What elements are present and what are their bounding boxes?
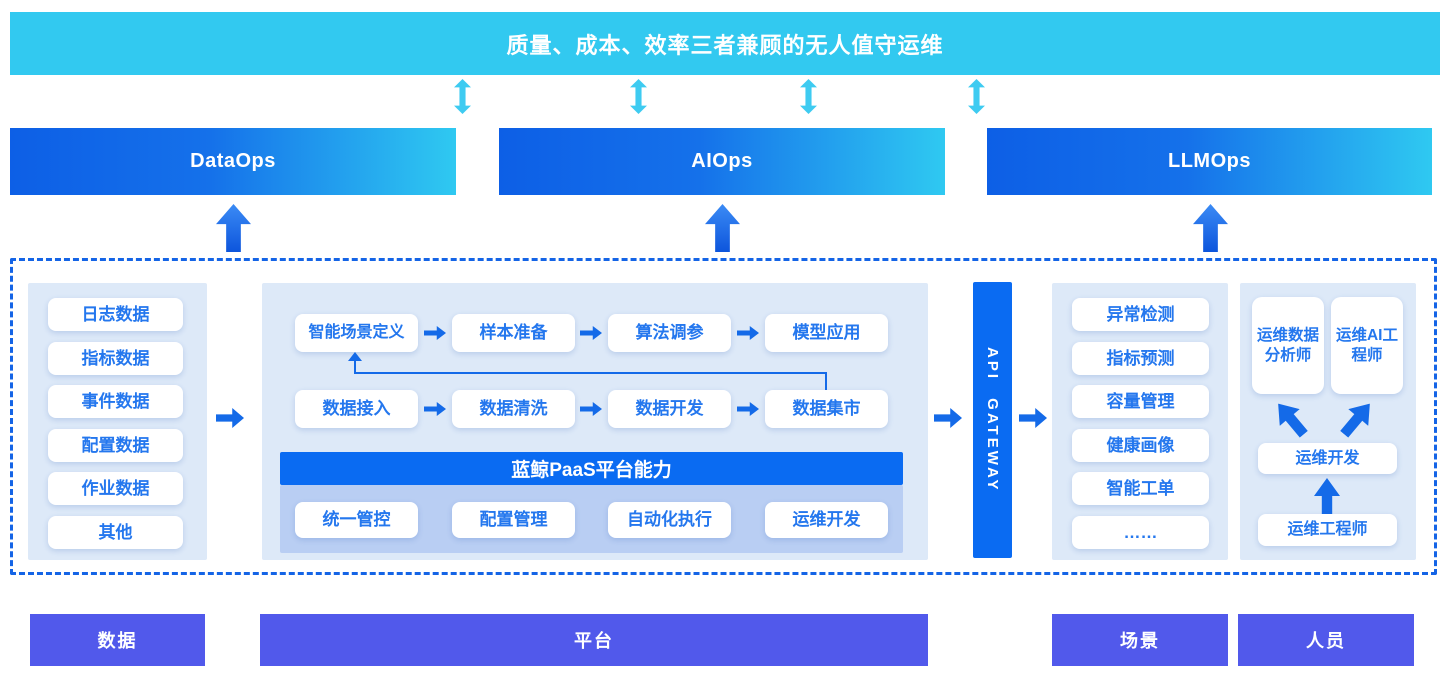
role-ai-engineer-box: 运维AI工程师 xyxy=(1331,297,1403,394)
paas-item: 运维开发 xyxy=(765,502,888,538)
goal-banner: 质量、成本、效率三者兼顾的无人值守运维 xyxy=(10,12,1440,75)
footer-data-label: 数据 xyxy=(30,614,205,666)
data-item: 其他 xyxy=(48,516,183,549)
data-item: 作业数据 xyxy=(48,472,183,505)
double-arrow-icon xyxy=(968,79,985,114)
llmops-box: LLMOps xyxy=(987,128,1432,195)
connector-line xyxy=(354,361,356,373)
dataops-box: DataOps xyxy=(10,128,456,195)
scenario-item: …… xyxy=(1072,516,1209,549)
platform-boundary xyxy=(10,258,1437,575)
scenario-item: 指标预测 xyxy=(1072,342,1209,375)
double-arrow-icon xyxy=(454,79,471,114)
scenario-item: 智能工单 xyxy=(1072,472,1209,505)
data-flow-step: 数据开发 xyxy=(608,390,731,428)
paas-title-bar: 蓝鲸PaaS平台能力 xyxy=(280,452,903,485)
data-item: 事件数据 xyxy=(48,385,183,418)
data-flow-step: 数据接入 xyxy=(295,390,418,428)
scenario-item: 健康画像 xyxy=(1072,429,1209,462)
model-flow-step: 智能场景定义 xyxy=(295,314,418,352)
arrow-up-icon xyxy=(1193,204,1228,252)
footer-scenario-label: 场景 xyxy=(1052,614,1228,666)
role-engineer-box: 运维工程师 xyxy=(1258,514,1397,546)
aiops-box: AIOps xyxy=(499,128,945,195)
role-dev-box: 运维开发 xyxy=(1258,443,1397,474)
footer-platform-label: 平台 xyxy=(260,614,928,666)
model-flow-step: 模型应用 xyxy=(765,314,888,352)
connector-line xyxy=(825,372,827,390)
paas-item: 配置管理 xyxy=(452,502,575,538)
model-flow-step: 样本准备 xyxy=(452,314,575,352)
footer-people-label: 人员 xyxy=(1238,614,1414,666)
data-item: 日志数据 xyxy=(48,298,183,331)
data-flow-step: 数据清洗 xyxy=(452,390,575,428)
connector-line xyxy=(354,372,827,374)
data-item: 配置数据 xyxy=(48,429,183,462)
paas-item: 统一管控 xyxy=(295,502,418,538)
role-analyst-box: 运维数据分析师 xyxy=(1252,297,1324,394)
data-item: 指标数据 xyxy=(48,342,183,375)
arrow-up-icon xyxy=(216,204,251,252)
arrow-up-icon xyxy=(705,204,740,252)
paas-item: 自动化执行 xyxy=(608,502,731,538)
scenario-item: 容量管理 xyxy=(1072,385,1209,418)
double-arrow-icon xyxy=(800,79,817,114)
model-flow-step: 算法调参 xyxy=(608,314,731,352)
data-flow-step: 数据集市 xyxy=(765,390,888,428)
scenario-item: 异常检测 xyxy=(1072,298,1209,331)
double-arrow-icon xyxy=(630,79,647,114)
api-gateway-bar: API GATEWAY xyxy=(973,282,1012,558)
arrow-up-icon xyxy=(348,352,362,361)
